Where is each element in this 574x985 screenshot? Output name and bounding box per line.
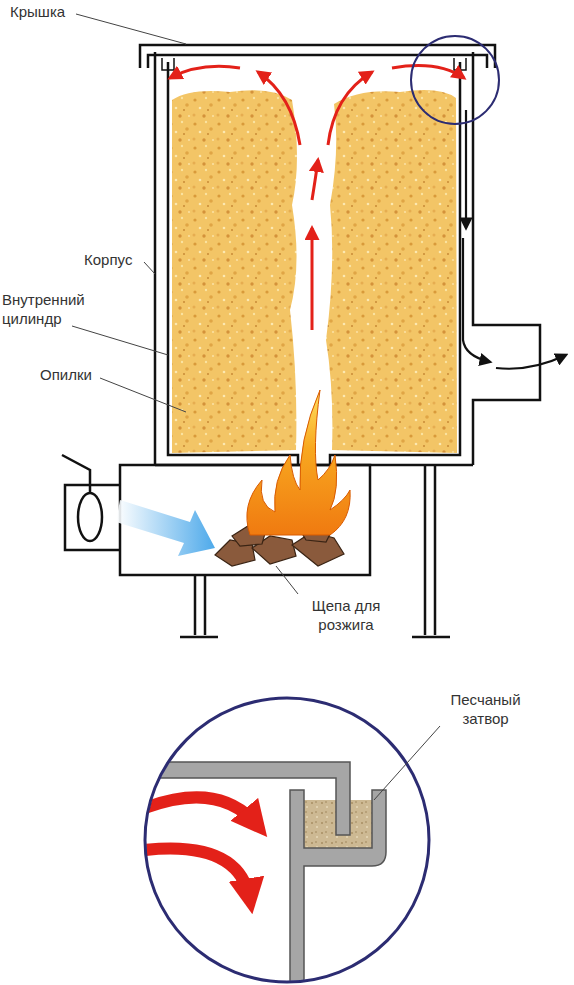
leader-line [76, 14, 186, 44]
flame [247, 390, 350, 535]
part-label: Корпус [84, 250, 132, 269]
gas-arrow-detail [145, 849, 250, 900]
leader-line [144, 262, 155, 274]
exhaust-arrow [496, 355, 566, 369]
air-inlet [65, 485, 120, 550]
gas-arrow [312, 160, 318, 200]
gas-arrow-detail [145, 797, 258, 826]
sawdust-right [326, 90, 457, 453]
leader-line [100, 378, 186, 412]
gas-arrow [170, 66, 240, 78]
lid-section [120, 762, 350, 835]
leader-line [72, 326, 168, 355]
damper-handle [62, 455, 90, 493]
body-left-wall [154, 52, 157, 465]
sawdust-left [172, 90, 297, 453]
exhaust-arrow [463, 238, 490, 362]
exhaust-arrow [465, 110, 467, 228]
air-arrow [116, 500, 215, 556]
left-leg [180, 575, 218, 637]
gas-arrow [311, 228, 314, 330]
damper [78, 493, 102, 541]
part-label: Опилки [40, 365, 92, 384]
detail-marker [411, 36, 499, 124]
sand-seal-detail [120, 762, 386, 985]
leader-line [276, 566, 298, 594]
exhaust-flow [463, 110, 566, 369]
leader-line [374, 726, 440, 800]
part-label: Крышка [10, 2, 65, 21]
leaders [72, 14, 440, 800]
gas-arrow [392, 66, 464, 78]
gas-arrow [328, 72, 372, 145]
part-label: Щепа для розжига [296, 596, 396, 634]
part-label: Песчаный затвор [428, 690, 543, 728]
right-leg [412, 465, 450, 637]
stove-body [62, 45, 540, 637]
part-label: Внутренний цилиндр [2, 290, 102, 328]
lid [140, 45, 495, 68]
detail-circle [145, 698, 429, 982]
gas-arrow [258, 72, 300, 145]
